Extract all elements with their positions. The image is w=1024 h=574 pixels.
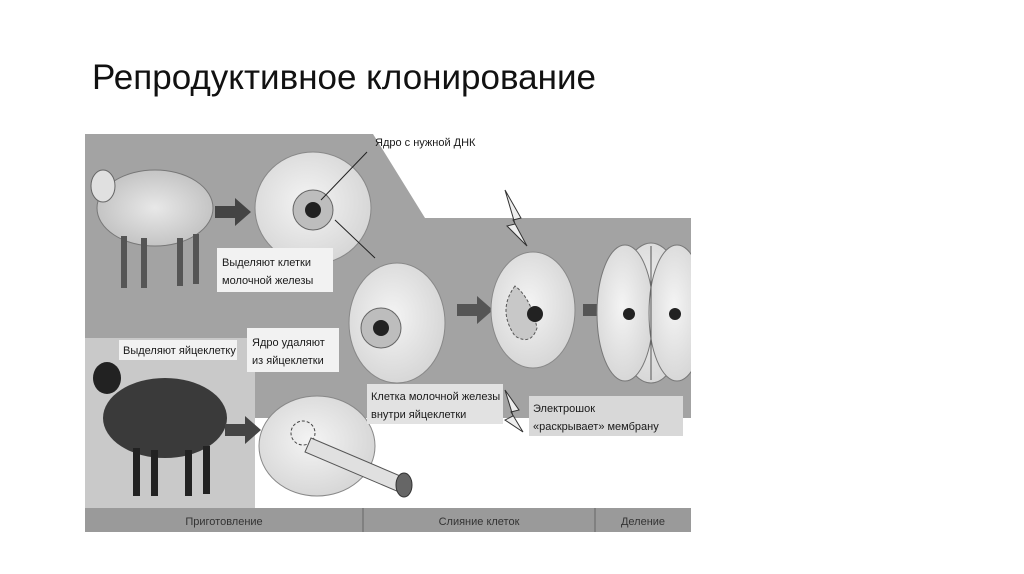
label-remove-nucleus-1: Ядро удаляют — [252, 337, 325, 349]
electroshock-cell — [491, 252, 575, 368]
slide-title: Репродуктивное клонирование — [92, 58, 596, 98]
stage-bar — [85, 508, 691, 532]
label-shock-2: «раскрывает» мембрану — [533, 421, 659, 433]
donor-cell — [255, 152, 371, 264]
label-isolate-egg: Выделяют яйцеклетку — [123, 345, 236, 357]
label-isolate-cells-2: молочной железы — [222, 275, 313, 287]
stage-preparation: Приготовление — [185, 516, 262, 528]
fused-cell — [349, 263, 445, 383]
dividing-cell — [597, 243, 691, 383]
label-cell-inside-1: Клетка молочной железы — [371, 391, 500, 403]
label-isolate-cells-1: Выделяют клетки — [222, 257, 311, 269]
label-shock-1: Электрошок — [533, 403, 595, 415]
label-nucleus-dna: Ядро с нужной ДНК — [375, 137, 476, 149]
stage-division: Деление — [621, 516, 665, 528]
label-cell-inside-2: внутри яйцеклетки — [371, 409, 466, 421]
label-remove-nucleus-2: из яйцеклетки — [252, 355, 324, 367]
stage-fusion: Слияние клеток — [439, 516, 520, 528]
cloning-diagram: Ядро с нужной ДНК Выделяют клетки молочн… — [85, 128, 691, 540]
